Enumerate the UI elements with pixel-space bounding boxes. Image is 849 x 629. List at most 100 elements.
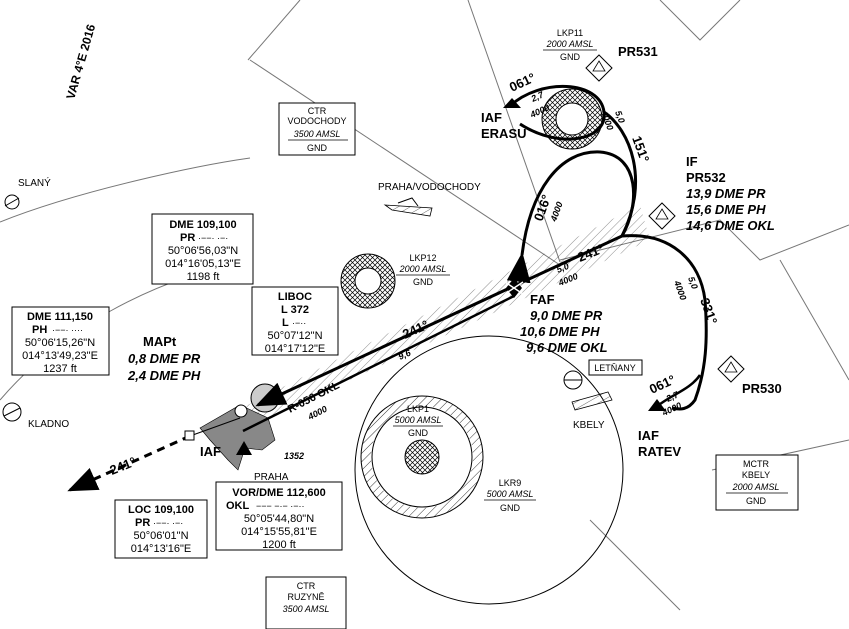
svg-text:50°06'15,26"N: 50°06'15,26"N: [25, 337, 95, 349]
svg-text:50°07'12"N: 50°07'12"N: [267, 330, 322, 342]
svg-text:·−−· ····: ·−−· ····: [52, 325, 83, 335]
kladno-symbol: [2, 402, 22, 422]
svg-text:5,0: 5,0: [686, 275, 700, 290]
svg-text:IF: IF: [686, 154, 698, 169]
svg-text:014°17'12"E: 014°17'12"E: [265, 343, 326, 355]
lkr9-area: [354, 335, 624, 605]
svg-text:2000 AMSL: 2000 AMSL: [732, 482, 780, 492]
missed-leg-annotation: 016° 4000: [531, 193, 565, 224]
pr532-fix-icon: [648, 202, 676, 230]
elevation-label: 1352: [284, 451, 304, 461]
svg-text:IAF: IAF: [638, 428, 659, 443]
svg-text:PR: PR: [135, 517, 150, 529]
dme-pr-box: DME 109,100 PR ·−−· ·−· 50°06'56,03"N 01…: [151, 213, 254, 285]
svg-text:9,6 DME OKL: 9,6 DME OKL: [526, 340, 608, 355]
svg-text:2000 AMSL: 2000 AMSL: [546, 39, 594, 49]
svg-text:LETŇANY: LETŇANY: [594, 363, 636, 373]
svg-text:L 372: L 372: [281, 304, 309, 316]
ratev-leg-annotation: 5,0 331° 4000: [672, 275, 721, 326]
pr530-fix-icon: [717, 355, 745, 383]
town-kladno: KLADNO: [28, 419, 69, 430]
svg-text:GND: GND: [560, 52, 581, 62]
svg-text:VODOCHODY: VODOCHODY: [287, 116, 346, 126]
svg-text:−−− −·− ·−··: −−− −·− ·−··: [256, 501, 305, 511]
variation-label: VAR 4°E 2016: [63, 22, 98, 100]
svg-text:RATEV: RATEV: [638, 444, 681, 459]
final-approach-corridor: [228, 205, 650, 432]
svg-text:2,4 DME PH: 2,4 DME PH: [127, 368, 201, 383]
mapt-label: MAPt 0,8 DME PR 2,4 DME PH: [127, 334, 201, 383]
svg-text:ERASU: ERASU: [481, 126, 527, 141]
lkp11-label: LKP11 2000 AMSL GND: [543, 28, 597, 62]
iaf-erasu-label: IAF ERASU: [481, 110, 527, 141]
ctr-vodochody-box: CTR VODOCHODY 3500 AMSL GND: [278, 102, 356, 156]
okl-box: VOR/DME 112,600 OKL −−− −·− ·−·· 50°05'4…: [215, 481, 343, 551]
svg-text:0,8 DME PR: 0,8 DME PR: [128, 351, 201, 366]
svg-text:LOC 109,100: LOC 109,100: [128, 504, 194, 516]
town-slany: SLANÝ: [18, 176, 51, 189]
svg-text:014°13'49,23"E: 014°13'49,23"E: [22, 350, 98, 362]
svg-text:50°06'56,03"N: 50°06'56,03"N: [168, 245, 238, 257]
lkp12-area: [340, 253, 396, 309]
svg-text:RUZYNĚ: RUZYNĚ: [287, 592, 324, 602]
slany-symbol: [4, 194, 20, 210]
svg-text:PR532: PR532: [686, 170, 726, 185]
svg-text:L: L: [282, 317, 289, 329]
svg-text:331°: 331°: [697, 296, 720, 326]
svg-text:·−−· ·−·: ·−−· ·−·: [198, 233, 228, 243]
svg-text:5000 AMSL: 5000 AMSL: [487, 489, 534, 499]
svg-text:CTR: CTR: [308, 106, 327, 116]
svg-text:MAPt: MAPt: [143, 334, 177, 349]
svg-text:014°13'16"E: 014°13'16"E: [131, 543, 192, 555]
svg-text:KBELY: KBELY: [742, 470, 770, 480]
pr531-label: PR531: [618, 44, 658, 59]
okl-vor-icon: [234, 404, 252, 455]
svg-text:14,6 DME OKL: 14,6 DME OKL: [686, 218, 775, 233]
svg-text:3500 AMSL: 3500 AMSL: [283, 604, 330, 614]
mctr-kbely-box: MCTR KBELY 2000 AMSL GND: [715, 454, 799, 511]
lkr9-label: LKR9 5000 AMSL GND: [484, 478, 536, 513]
svg-text:·−−· ·−·: ·−−· ·−·: [153, 518, 183, 528]
svg-text:50°06'01"N: 50°06'01"N: [133, 530, 188, 542]
liboc-box: LIBOC L 372 L ·−·· 50°07'12"N 014°17'12"…: [251, 286, 339, 356]
letnany-label: LETŇANY: [588, 359, 643, 376]
svg-text:DME 111,150: DME 111,150: [27, 311, 93, 323]
svg-text:LKP1: LKP1: [407, 404, 429, 414]
svg-text:FAF: FAF: [530, 292, 555, 307]
kbely-aerodrome: [563, 370, 613, 411]
procedure-tracks: [67, 85, 708, 492]
loc-icon: [184, 430, 195, 441]
svg-text:2000 AMSL: 2000 AMSL: [399, 264, 447, 274]
svg-text:4000: 4000: [672, 278, 689, 301]
svg-text:1200 ft: 1200 ft: [262, 539, 296, 551]
faf-fix-icon: [504, 278, 524, 298]
town-kbely: KBELY: [573, 420, 605, 431]
pr531-fix-icon: [585, 54, 613, 82]
svg-text:5,0: 5,0: [613, 109, 627, 124]
svg-text:LIBOC: LIBOC: [278, 291, 312, 303]
svg-text:014°16'05,13"E: 014°16'05,13"E: [165, 258, 241, 270]
svg-text:1198 ft: 1198 ft: [187, 271, 220, 283]
svg-text:PR: PR: [180, 232, 195, 244]
svg-text:LKP12: LKP12: [409, 253, 436, 263]
pr530-label: PR530: [742, 381, 782, 396]
missed-approach-course: 241°: [108, 454, 139, 478]
svg-text:PH: PH: [32, 324, 47, 336]
svg-text:15,6 DME PH: 15,6 DME PH: [686, 202, 766, 217]
svg-text:MCTR: MCTR: [743, 459, 769, 469]
svg-text:13,9 DME PR: 13,9 DME PR: [686, 186, 766, 201]
svg-text:OKL: OKL: [226, 500, 250, 512]
svg-text:IAF: IAF: [481, 110, 502, 125]
erasu-fix-icon: [503, 98, 521, 108]
hold-erasu-annotation: 061° 2,7 4000: [507, 70, 551, 120]
svg-text:9,0 DME PR: 9,0 DME PR: [530, 308, 603, 323]
svg-text:50°05'44,80"N: 50°05'44,80"N: [244, 513, 314, 525]
svg-text:3500 AMSL: 3500 AMSL: [294, 129, 341, 139]
ratev-fix-icon: [648, 399, 666, 411]
svg-text:CTR: CTR: [297, 581, 316, 591]
svg-text:LKP11: LKP11: [557, 28, 583, 38]
iaf-ratev-label: IAF RATEV: [638, 428, 681, 459]
ctr-ruzyne-box: CTR RUZYNĚ 3500 AMSL: [265, 576, 347, 629]
svg-text:VOR/DME 112,600: VOR/DME 112,600: [232, 487, 326, 499]
